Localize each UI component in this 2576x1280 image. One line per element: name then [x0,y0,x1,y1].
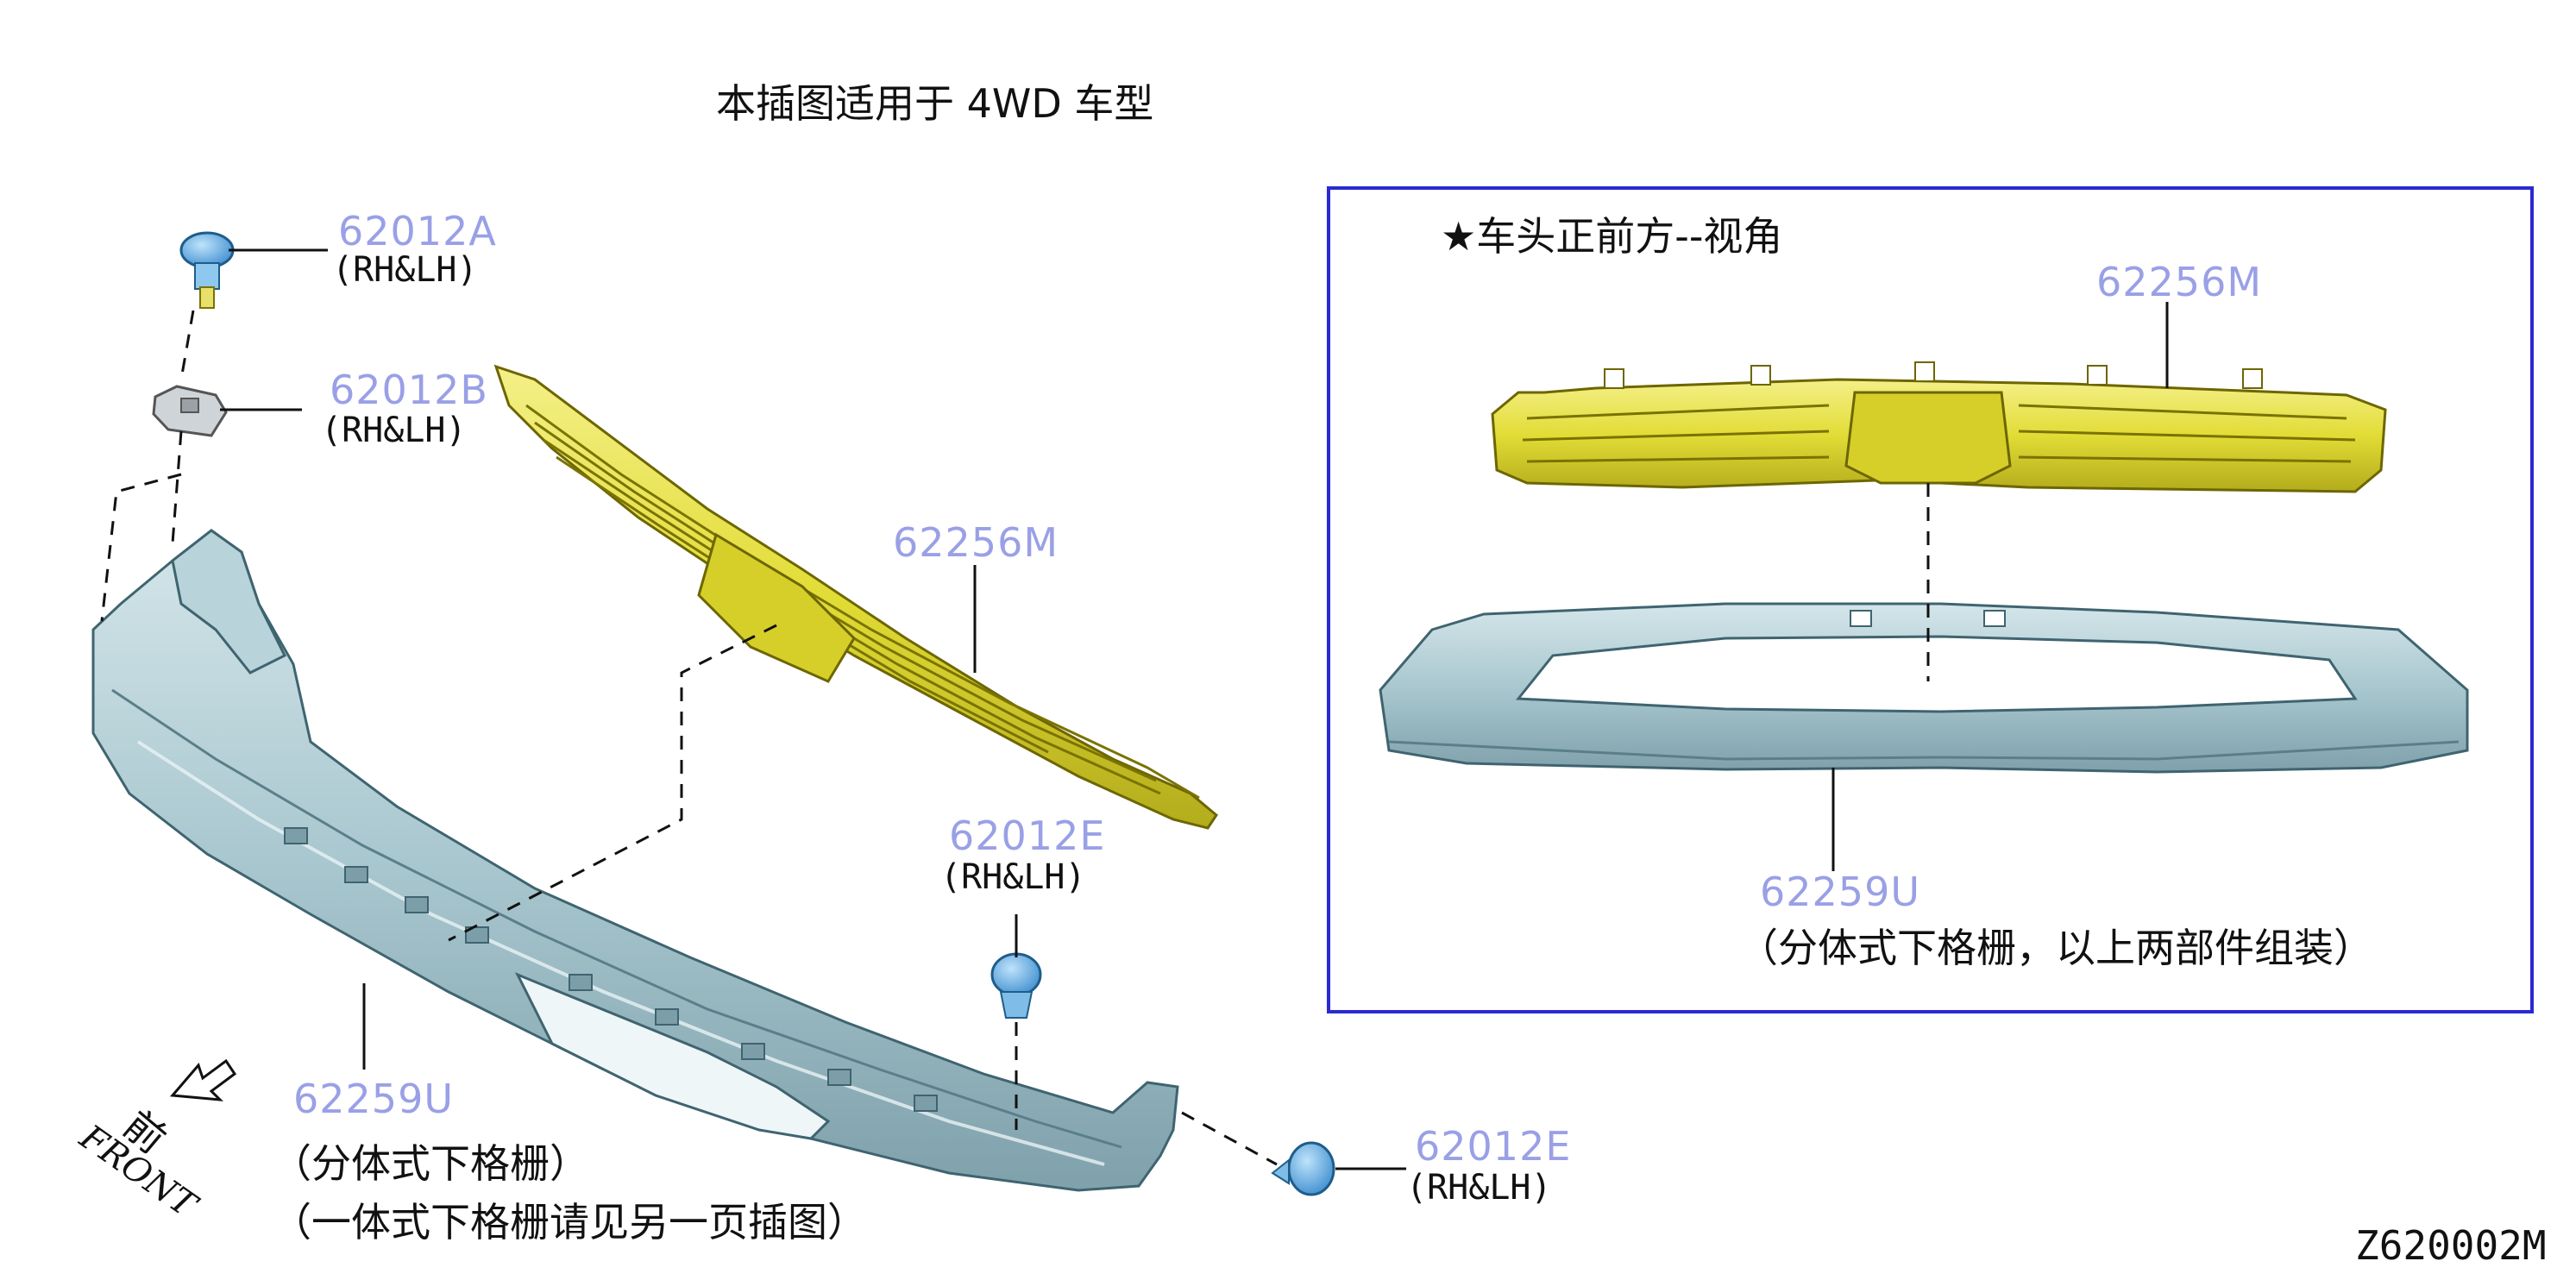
inset-title: ★车头正前方--视角 [1441,213,1782,260]
part-number-62012e-lower: 62012E [1415,1123,1571,1170]
inset-lower-bumper [1379,602,2469,774]
note-one-piece-grille: （一体式下格栅请见另一页插图） [272,1199,867,1245]
leader-lines [220,248,1406,1170]
part-number-62256m-main: 62256M [893,519,1059,566]
part-number-62259u-inset: 62259U [1760,869,1920,915]
upper-grille-62256m [493,364,1218,830]
diagram-code: Z620002M [2355,1222,2547,1269]
push-clip-62012e-lower [1271,1141,1335,1196]
qty-62012a: (RH&LH) [332,250,478,290]
lower-bumper-62259u [91,529,1179,1192]
qty-62012e-upper: (RH&LH) [940,857,1086,897]
front-view-inset: ★车头正前方--视角 [1327,186,2534,1013]
front-direction-marker: 前 FRONT [72,1058,237,1227]
note-split-grille: （分体式下格栅） [272,1140,589,1187]
qty-62012e-lower: (RH&LH) [1406,1168,1552,1208]
qty-62012b: (RH&LH) [321,411,467,450]
clip-nut-62012b [152,385,228,437]
assembly-lines [100,310,1278,1166]
arrow-icon [169,1058,237,1101]
part-number-62012e-upper: 62012E [949,813,1105,859]
part-number-62256m-inset: 62256M [2096,259,2262,305]
bolt-62012a [179,231,235,309]
part-number-62012b: 62012B [330,367,488,413]
push-clip-62012e-upper [990,952,1042,1019]
inset-upper-grille [1491,361,2387,493]
inset-assembly-note: （分体式下格栅，以上两部件组装） [1738,925,2373,971]
diagram-title: 本插图适用于 4WD 车型 [716,80,1153,127]
part-number-62012a: 62012A [338,208,497,254]
part-number-62259u-main: 62259U [293,1076,454,1122]
